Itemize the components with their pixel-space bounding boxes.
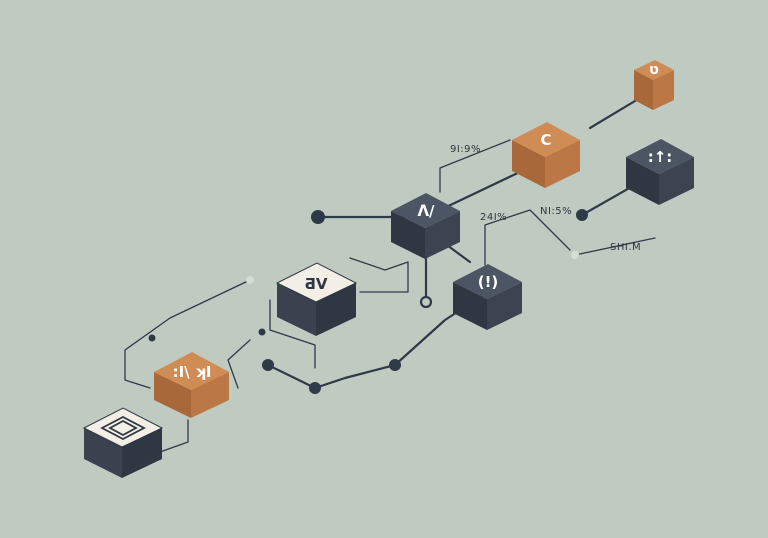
label-4: SHI.M bbox=[610, 242, 641, 253]
block-light-bottom bbox=[82, 407, 164, 478]
block-dark-center-glyph: ᐱ/ bbox=[417, 202, 435, 220]
node-dot-left bbox=[311, 210, 325, 224]
route-light-block bbox=[349, 257, 409, 293]
node-dot-chain-3 bbox=[262, 359, 274, 371]
route-lower-3 bbox=[159, 419, 189, 453]
node-dot-right bbox=[576, 209, 588, 221]
route-right-label bbox=[574, 237, 656, 256]
block-light-mid: ƋV bbox=[275, 262, 358, 336]
node-dot-small-2 bbox=[148, 334, 156, 342]
label-3: NI:5% bbox=[540, 206, 572, 217]
route-left-loop bbox=[124, 279, 251, 389]
label-2: 24I% bbox=[480, 212, 507, 223]
route-top-label bbox=[439, 139, 511, 193]
node-dot-chain-1 bbox=[389, 359, 401, 371]
block-dark-top-right: :↑: bbox=[626, 139, 694, 205]
block-light-mid-glyph: ƋV bbox=[305, 275, 328, 293]
block-orange-upper: C bbox=[512, 122, 580, 188]
block-dark-center: ᐱ/ bbox=[391, 193, 460, 259]
connector-hub-to-chain bbox=[266, 290, 490, 390]
block-orange-small: ט bbox=[634, 60, 674, 110]
block-orange-lower: :I\ ʞI bbox=[154, 352, 229, 418]
block-orange-lower-glyph: :I\ ʞI bbox=[173, 363, 212, 381]
node-dot-small-1 bbox=[258, 328, 266, 336]
node-ring-down bbox=[419, 295, 433, 309]
route-mid-label bbox=[484, 209, 571, 266]
faint-dot-2 bbox=[246, 276, 254, 284]
block-orange-upper-glyph: C bbox=[540, 131, 551, 149]
faint-dot-1 bbox=[571, 251, 579, 259]
node-dot-chain-2 bbox=[309, 382, 321, 394]
block-orange-small-glyph: ט bbox=[649, 60, 659, 78]
route-lower-2 bbox=[227, 339, 251, 389]
block-dark-hub: (!) bbox=[453, 264, 522, 330]
nested-square-icon bbox=[100, 415, 146, 441]
block-dark-hub-glyph: (!) bbox=[478, 273, 499, 291]
route-lower-1 bbox=[269, 299, 316, 369]
block-dark-top-right-glyph: :↑: bbox=[648, 148, 673, 166]
label-1: 9I:9% bbox=[450, 144, 481, 155]
